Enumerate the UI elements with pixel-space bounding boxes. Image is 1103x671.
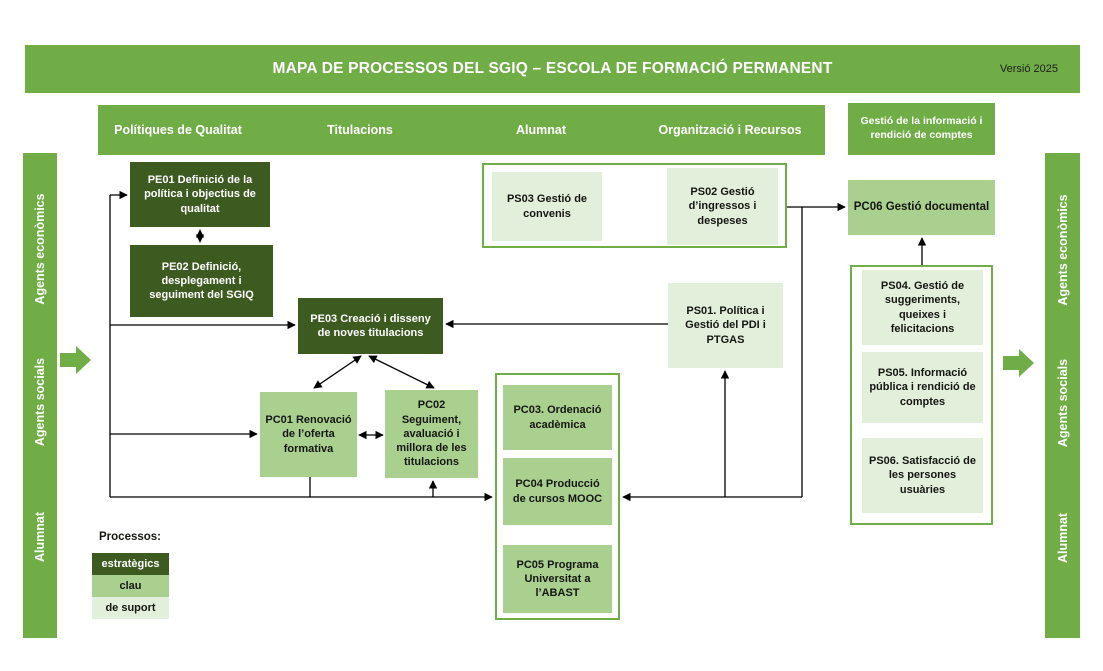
process-ps01: PS01. Política i Gestió del PDI i PTGAS [668,283,783,368]
legend-support: de suport [92,597,169,619]
process-ps04: PS04. Gestió de suggeriments, queixes i … [862,270,983,345]
process-pe02: PE02 Definició, desplegament i seguiment… [130,245,273,317]
version-label: Versió 2025 [999,63,1058,75]
title-banner: MAPA DE PROCESSOS DEL SGIQ – ESCOLA DE F… [25,45,1080,93]
page-title: MAPA DE PROCESSOS DEL SGIQ – ESCOLA DE F… [272,60,833,77]
process-pc04: PC04 Producció de cursos MOOC [503,458,612,525]
process-ps06: PS06. Satisfacció de les persones usuàri… [862,438,983,513]
process-pe01: PE01 Definició de la política i objectiu… [130,162,270,227]
column-header-bar: Polítiques de Qualitat Titulacions Alumn… [98,105,825,155]
process-ps05: PS05. Informació pública i rendició de c… [862,352,983,423]
legend-key: clau [92,575,169,597]
column-alumnat: Alumnat [516,123,566,137]
process-pc02: PC02 Seguiment, avaluació i millora de l… [385,390,478,478]
column-organitzacio: Organització i Recursos [658,123,802,137]
process-pc03: PC03. Ordenació acadèmica [503,385,612,450]
legend-title: Processos: [99,531,162,543]
process-ps02: PS02 Gestió d’ingressos i despeses [667,168,778,245]
process-pc05: PC05 Programa Universitat a l’ABAST [503,545,612,613]
process-pc01: PC01 Renovació de l’oferta formativa [260,392,357,477]
process-pe03: PE03 Creació i disseny de noves titulaci… [298,298,443,354]
column-gestio-informacio: Gestió de la informació i rendició de co… [848,103,995,155]
right-stakeholder-bar [1045,153,1080,638]
process-pc06: PC06 Gestió documental [848,180,995,235]
right-flow-arrow [1003,349,1034,377]
left-stakeholder-bar [23,153,57,638]
process-ps03: PS03 Gestió de convenis [492,172,602,241]
column-politiques: Polítiques de Qualitat [114,123,242,137]
column-titulacions: Titulacions [327,123,393,137]
left-flow-arrow [60,346,91,374]
legend-strategic: estratègics [92,553,169,575]
